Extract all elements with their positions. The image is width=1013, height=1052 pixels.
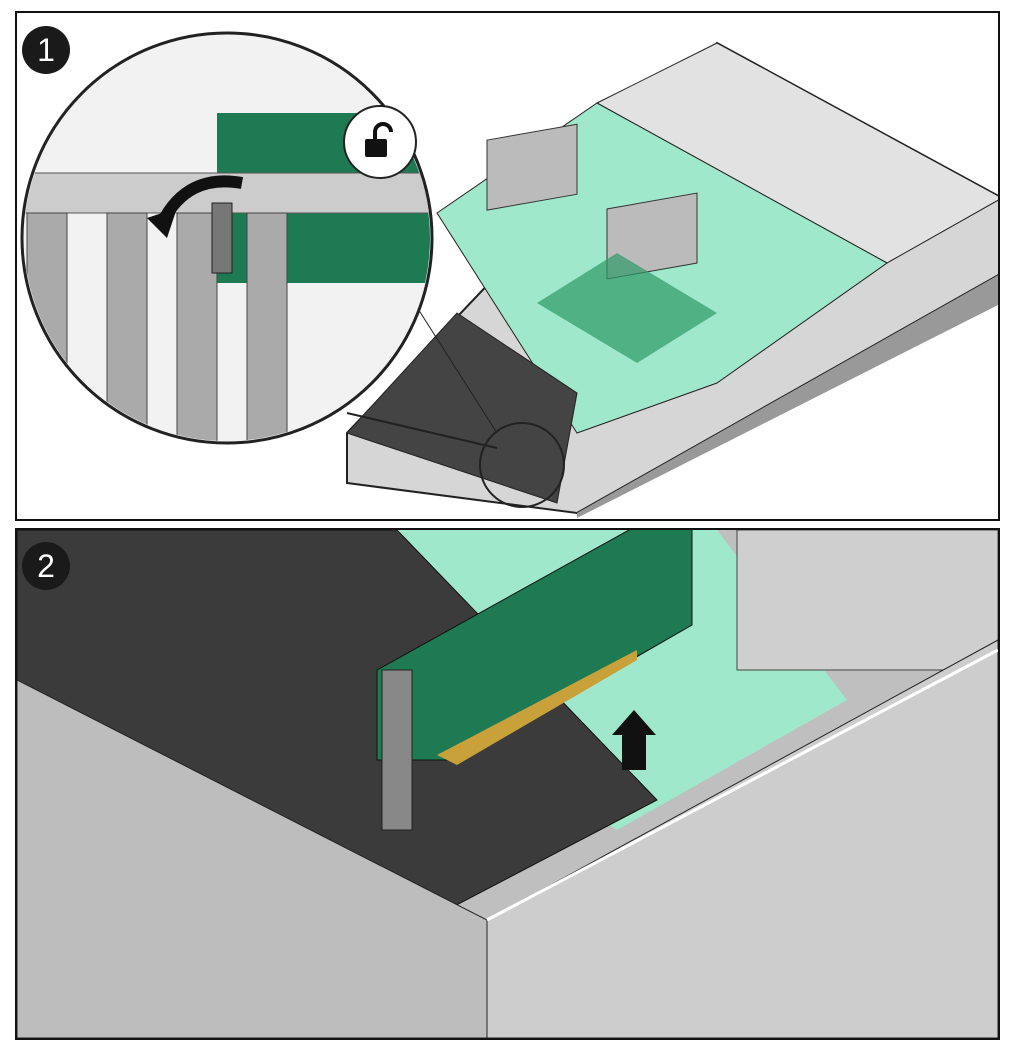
step-2-panel: 2 [15, 528, 1000, 1040]
riser-cage [17, 530, 658, 911]
chassis-side [577, 275, 998, 518]
retention-latch [211, 202, 233, 274]
dimm-slots [537, 253, 717, 363]
step-number-badge: 2 [22, 542, 70, 590]
step-1-panel: 1 [15, 11, 1000, 521]
pcie-riser-area [346, 312, 578, 504]
step-number-badge: 1 [22, 26, 70, 74]
card-removal-illustration [17, 530, 998, 1038]
up-arrow-icon [612, 710, 656, 770]
card-edge-connector [437, 650, 637, 765]
chassis-side-wall [486, 639, 998, 1038]
rear-panel [17, 679, 488, 1038]
unlock-icon [343, 105, 417, 179]
heatsink [736, 530, 998, 671]
detail-circle-small [479, 422, 565, 508]
heatsink-1 [486, 123, 578, 211]
server-overview-illustration [20, 31, 998, 518]
heatsink-2 [606, 192, 698, 280]
card-bracket [381, 669, 413, 831]
